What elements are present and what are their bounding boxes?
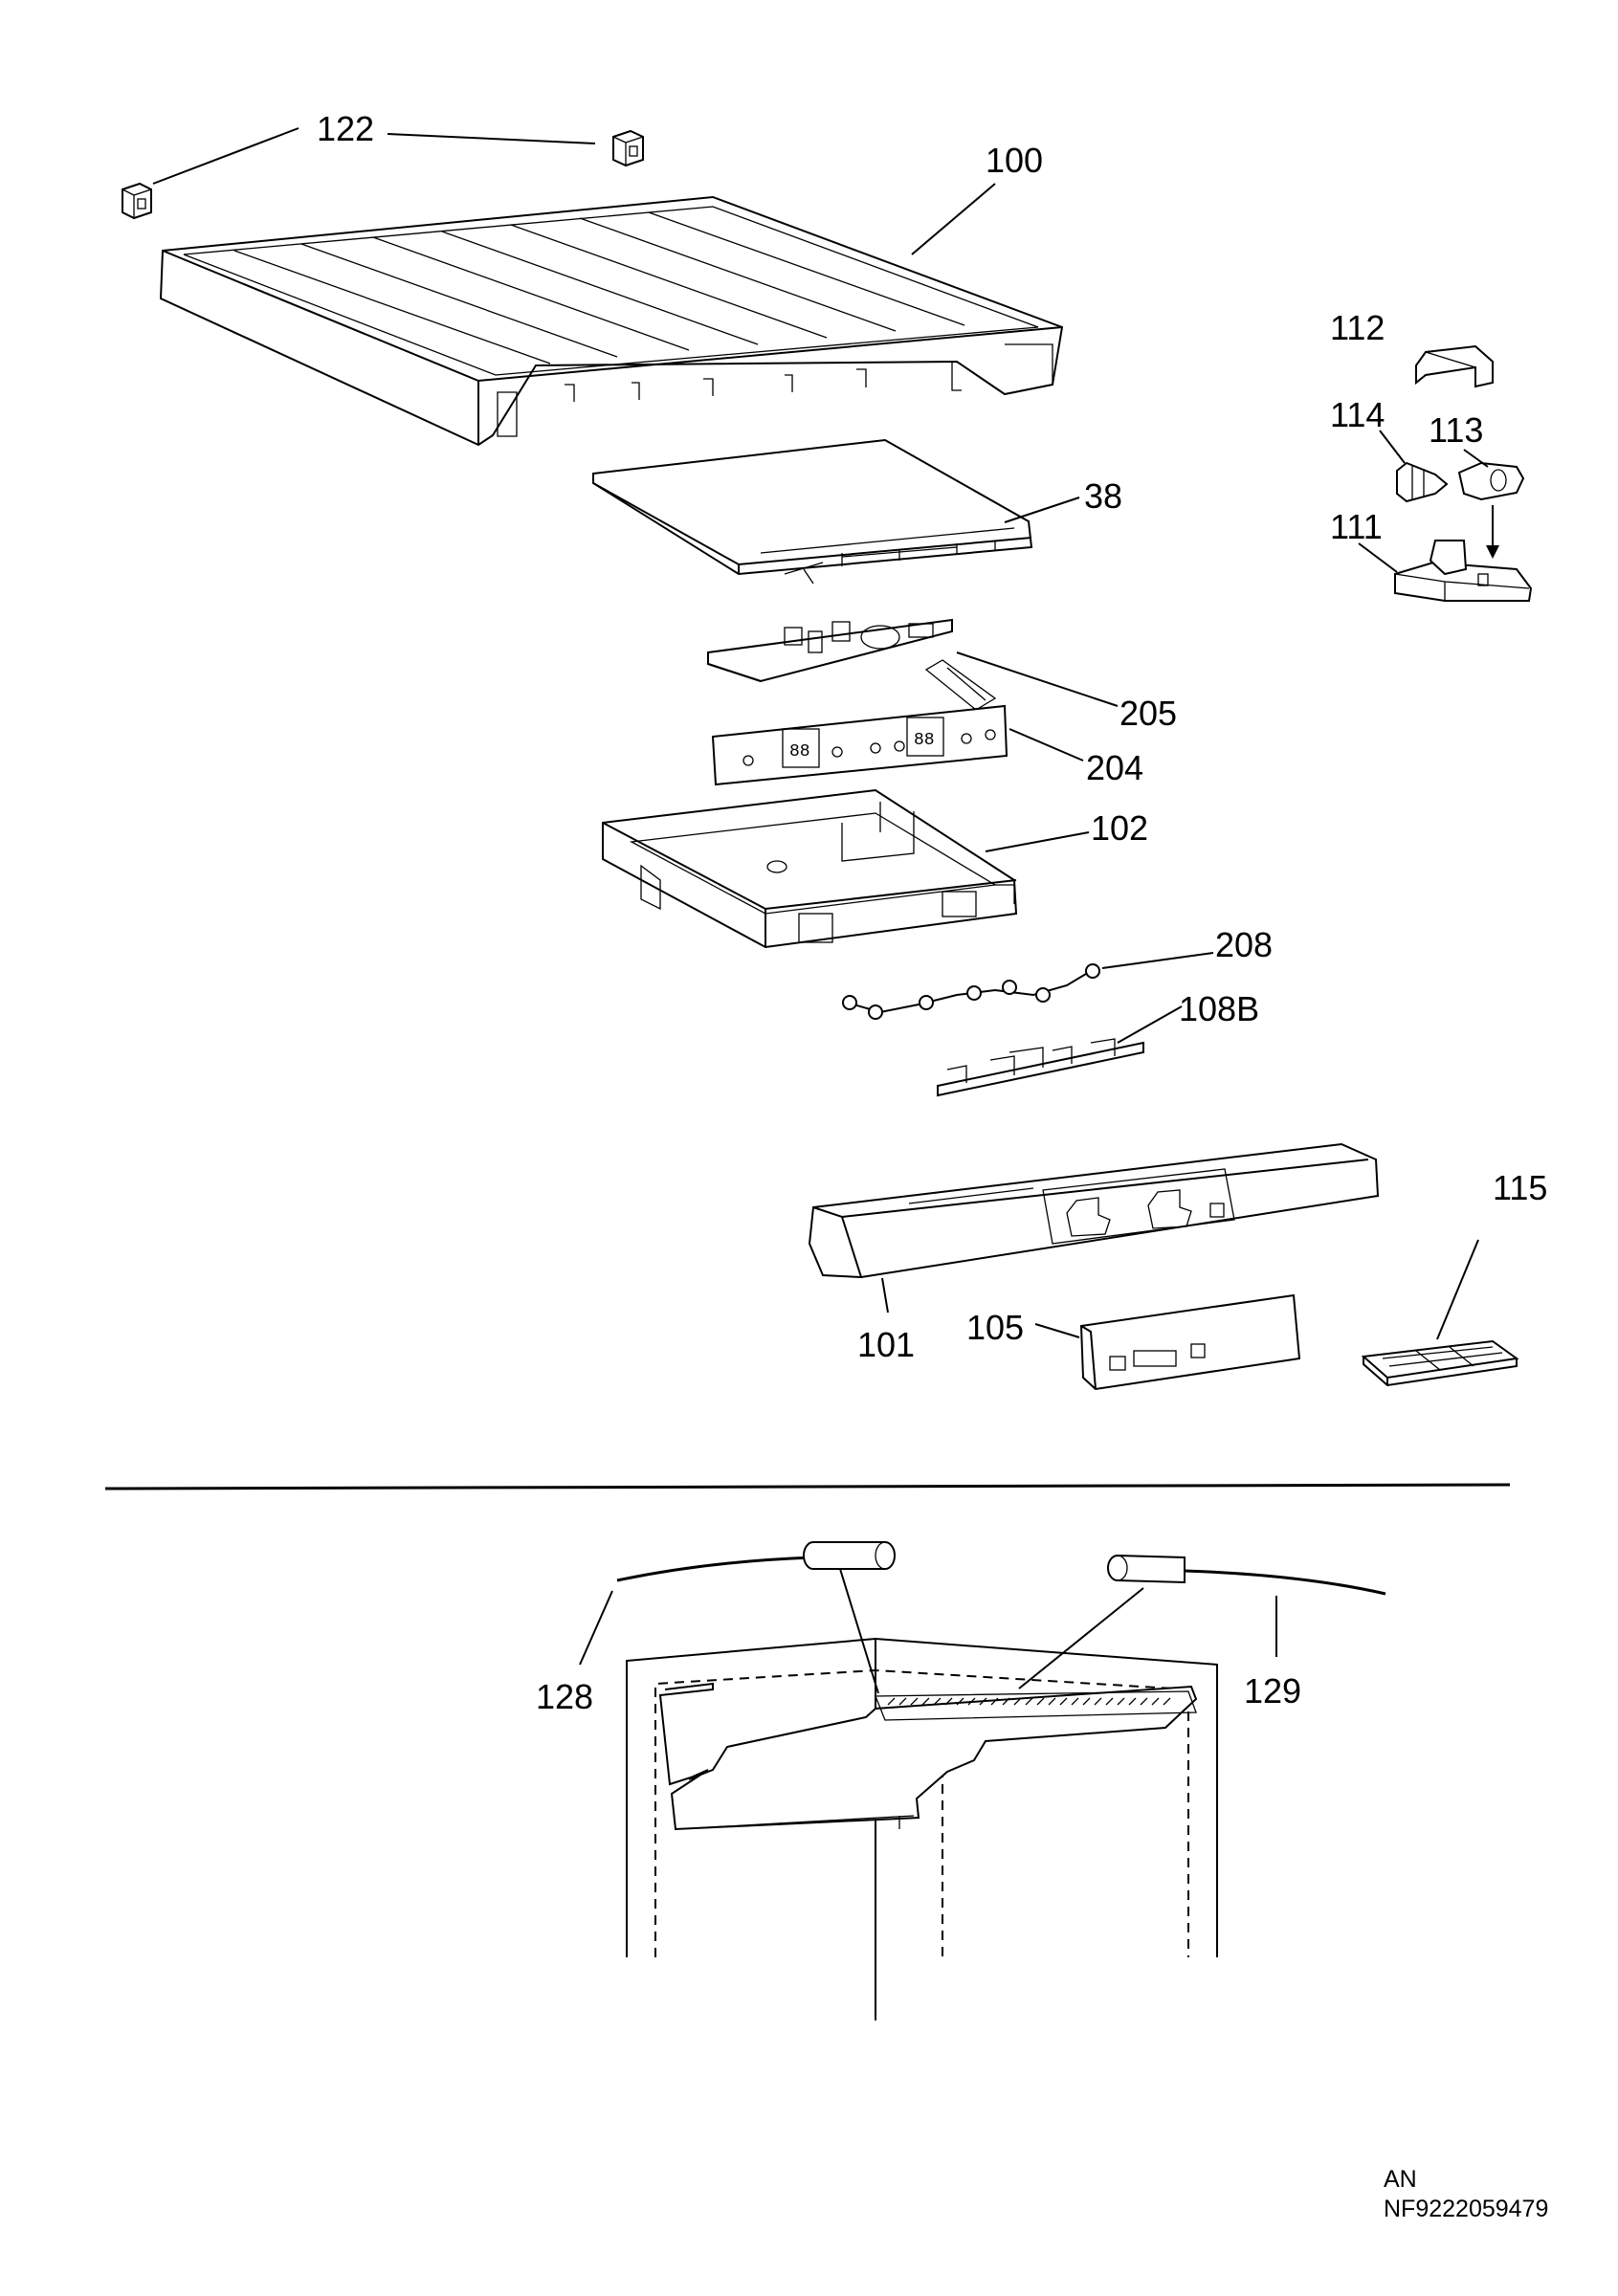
callout-128: 128 — [536, 1677, 593, 1716]
part-129-sensor — [1107, 1554, 1386, 1596]
part-115-filter — [1361, 1339, 1519, 1387]
leader-122-right — [387, 133, 596, 144]
callout-208: 208 — [1215, 925, 1273, 964]
part-101-front-trim — [808, 1142, 1380, 1279]
leader-122-left — [152, 127, 299, 185]
callout-114: 114 — [1330, 395, 1385, 434]
part-204-display-board: 88 88 — [711, 704, 1008, 786]
leader-105 — [1034, 1323, 1080, 1338]
leader-208 — [1101, 952, 1214, 969]
arrow-head — [1486, 545, 1499, 559]
part-128-sensor — [616, 1541, 896, 1582]
leader-128 — [579, 1590, 613, 1666]
leader-111 — [1358, 542, 1398, 573]
leader-114 — [1379, 430, 1406, 464]
leader-100 — [911, 183, 996, 255]
leader-205 — [956, 651, 1119, 707]
callout-108b: 108B — [1179, 989, 1259, 1028]
footer-language: AN — [1384, 2166, 1417, 2193]
part-208-wiring — [842, 963, 1100, 1020]
leader-128-to-cabinet — [839, 1568, 879, 1694]
leader-101 — [881, 1277, 889, 1314]
callout-205: 205 — [1119, 694, 1177, 733]
part-114-hinge-pin — [1396, 461, 1449, 503]
part-38-panel — [592, 438, 1033, 585]
leader-113 — [1463, 449, 1489, 468]
callout-38: 38 — [1084, 476, 1122, 516]
part-111-hinge-bracket — [1394, 540, 1533, 602]
cabinet-outline — [626, 1637, 1218, 2020]
leader-108b — [1117, 1005, 1183, 1044]
callout-101: 101 — [857, 1325, 915, 1364]
callout-204: 204 — [1086, 748, 1143, 787]
leader-102 — [985, 831, 1090, 852]
svg-text:88: 88 — [914, 731, 935, 750]
callout-122: 122 — [317, 109, 374, 148]
part-100-top-cover — [159, 195, 1064, 447]
callout-113: 113 — [1429, 410, 1483, 450]
part-113-hinge-bushing — [1457, 461, 1525, 501]
leader-204 — [1008, 728, 1084, 762]
part-112-hinge-cap — [1415, 344, 1494, 388]
footer-document-code: NF9222059479 — [1384, 2196, 1549, 2222]
part-108b-switch-strip — [937, 1038, 1144, 1097]
leader-115 — [1436, 1239, 1479, 1340]
callout-115: 115 — [1493, 1168, 1547, 1207]
part-122-clip-left — [122, 182, 152, 220]
leader-129-to-cabinet — [1018, 1587, 1144, 1689]
section-divider — [104, 1483, 1511, 1490]
callout-111: 111 — [1330, 507, 1383, 546]
callout-129: 129 — [1244, 1671, 1301, 1711]
part-105-display-lens — [1079, 1293, 1301, 1391]
svg-text:88: 88 — [789, 742, 810, 762]
part-205-control-board — [707, 618, 997, 711]
leader-38 — [1004, 497, 1080, 523]
callout-105: 105 — [966, 1308, 1024, 1347]
callout-102: 102 — [1091, 808, 1148, 848]
part-102-frame — [602, 788, 1018, 949]
callout-112: 112 — [1330, 308, 1385, 347]
callout-100: 100 — [986, 141, 1043, 180]
part-122-clip-right — [612, 129, 644, 167]
